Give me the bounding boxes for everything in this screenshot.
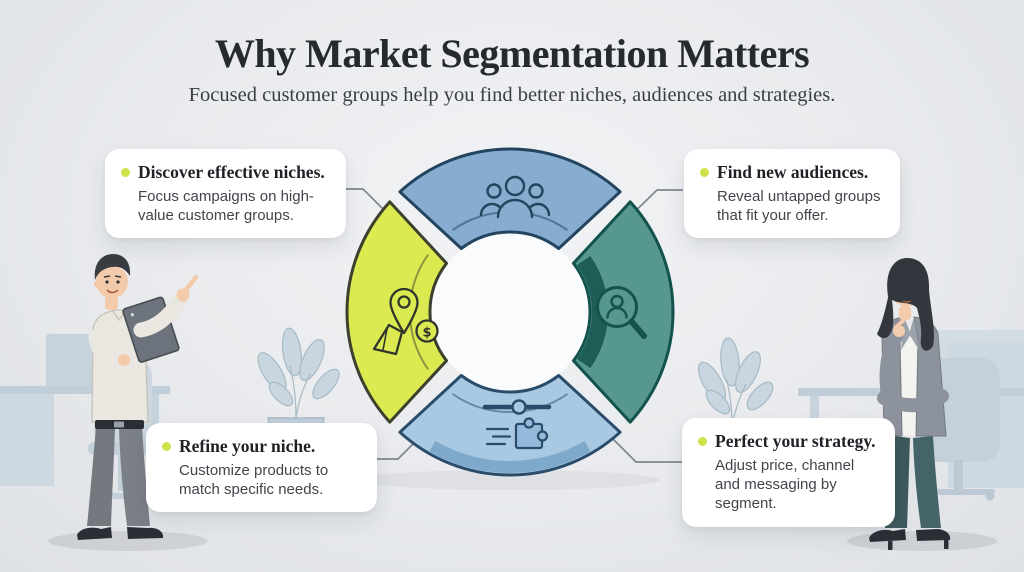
dollar-glyph: $ (422, 326, 431, 341)
callout-body: Adjust price, channel and messaging by s… (715, 457, 855, 513)
callout-refine-niche: Refine your niche. Customize products to… (146, 423, 377, 513)
map-pin-dollar-icon: $ (372, 287, 439, 356)
people-group-icon (479, 175, 551, 219)
bullet-dot-icon (698, 437, 707, 446)
segmentation-wheel: $ (345, 147, 675, 477)
page-subtitle: Focused customer groups help you find be… (188, 84, 836, 106)
bullet-dot-icon (162, 442, 171, 451)
callout-title: Find new audiences. (717, 162, 869, 182)
page-title: Why Market Segmentation Matters (214, 31, 810, 76)
callout-body: Focus campaigns on high-value customer g… (138, 188, 314, 225)
bullet-dot-icon (700, 168, 709, 177)
person-search-icon (596, 286, 647, 339)
slider-puzzle-icon (482, 399, 552, 450)
wheel-center (431, 233, 589, 391)
callout-perfect-strategy: Perfect your strategy. Adjust price, cha… (682, 418, 895, 527)
callout-title: Discover effective niches. (138, 162, 325, 182)
callout-title: Refine your niche. (179, 436, 316, 456)
callout-discover-niches: Discover effective niches. Focus campaig… (105, 149, 346, 239)
connector-bottom-right (607, 433, 683, 463)
segment-bottom (398, 374, 622, 477)
man-illustration (48, 254, 208, 551)
callout-body: Customize products to match specific nee… (179, 462, 329, 499)
bullet-dot-icon (121, 168, 130, 177)
callout-body: Reveal untapped groups that fit your off… (717, 188, 881, 225)
callout-find-audiences: Find new audiences. Reveal untapped grou… (684, 149, 900, 239)
callout-title: Perfect your strategy. (715, 431, 876, 451)
segment-top (398, 147, 622, 250)
